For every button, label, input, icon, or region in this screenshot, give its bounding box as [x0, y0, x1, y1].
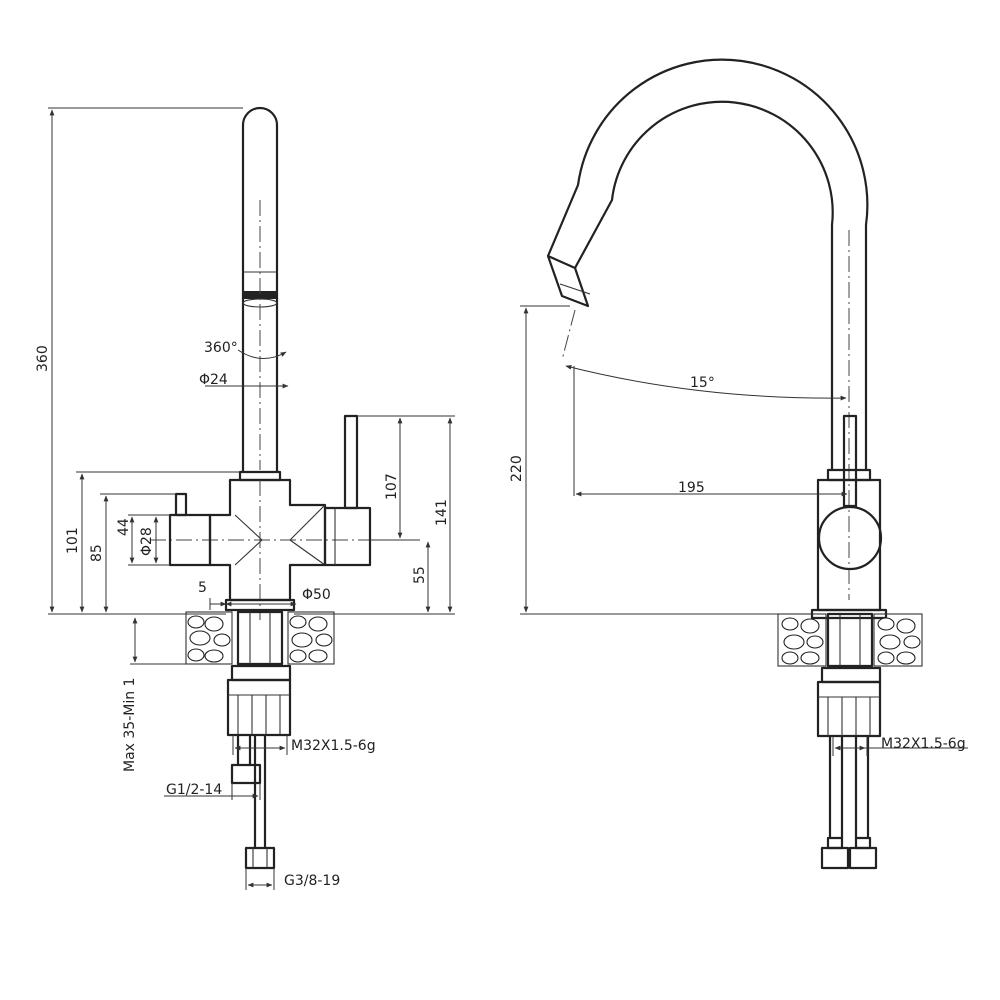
dim-axis-height: 55 — [412, 566, 428, 584]
dim-hose-thread: G3/8-19 — [284, 873, 340, 889]
side-lever — [174, 492, 188, 517]
front-nut — [816, 680, 882, 738]
front-hose-nut-b — [848, 846, 878, 870]
dim-body-upper-height: 101 — [65, 527, 81, 554]
aerator — [243, 291, 277, 299]
front-stone-left — [781, 617, 824, 665]
inlet-fitting — [230, 763, 262, 785]
spout-collar — [238, 470, 282, 482]
dim-spout-reach: 195 — [678, 480, 705, 496]
side-handle — [168, 513, 212, 567]
front-shank — [826, 612, 874, 668]
dim-spout-height: 220 — [509, 455, 525, 482]
dim-handle-axis-height: 85 — [89, 544, 105, 562]
front-view: 220 15° 195 M32X1.5-6g — [509, 58, 968, 870]
rotation-arc — [237, 349, 287, 359]
gooseneck-spout — [546, 58, 869, 470]
dim-handle-offset: 44 — [116, 518, 132, 536]
mount-nut — [226, 678, 292, 737]
dim-spout-diameter: Φ24 — [199, 372, 228, 388]
front-countertop-right — [873, 613, 923, 667]
spout-tube — [241, 106, 279, 472]
mount-washer — [230, 664, 292, 682]
spout-swivel-line — [561, 309, 576, 361]
stone-texture-right — [289, 615, 333, 663]
dim-base-offset: 5 — [198, 580, 207, 596]
dim-base-diameter: Φ50 — [302, 587, 331, 603]
hose-nut — [244, 846, 276, 870]
main-handle-lever — [343, 414, 359, 510]
side-view: 360 360° Φ24 101 85 44 Φ28 107 141 55 5 … — [35, 106, 455, 890]
dim-handle-diameter: Φ28 — [139, 527, 155, 556]
stone-texture-left — [187, 615, 231, 663]
main-handle-hub — [323, 506, 372, 567]
dim-body-height: 141 — [434, 499, 450, 526]
body-joint-right — [289, 504, 326, 566]
dim-countertop-thickness: Max 35-Min 1 — [122, 678, 138, 772]
countertop-right — [287, 611, 335, 665]
dim-total-height: 360 — [35, 345, 51, 372]
front-washer — [820, 666, 882, 684]
dim-swivel-angle: 15° — [690, 375, 715, 391]
countertop-left — [185, 611, 233, 665]
dim-handle-height: 107 — [384, 473, 400, 500]
swivel-arc — [565, 365, 847, 401]
front-hose-nut-a — [820, 846, 850, 870]
shank — [236, 610, 284, 666]
dim-mount-thread-left: M32X1.5-6g — [291, 738, 376, 754]
dim-inlet-thread: G1/2-14 — [166, 782, 222, 798]
dim-rotation: 360° — [204, 340, 238, 356]
dim-mount-thread-right: M32X1.5-6g — [881, 736, 966, 752]
spout-head — [546, 254, 590, 308]
front-lever — [842, 414, 858, 508]
front-handle-hub — [817, 505, 883, 571]
front-stone-right — [877, 617, 921, 665]
spout-head-band — [559, 283, 591, 295]
